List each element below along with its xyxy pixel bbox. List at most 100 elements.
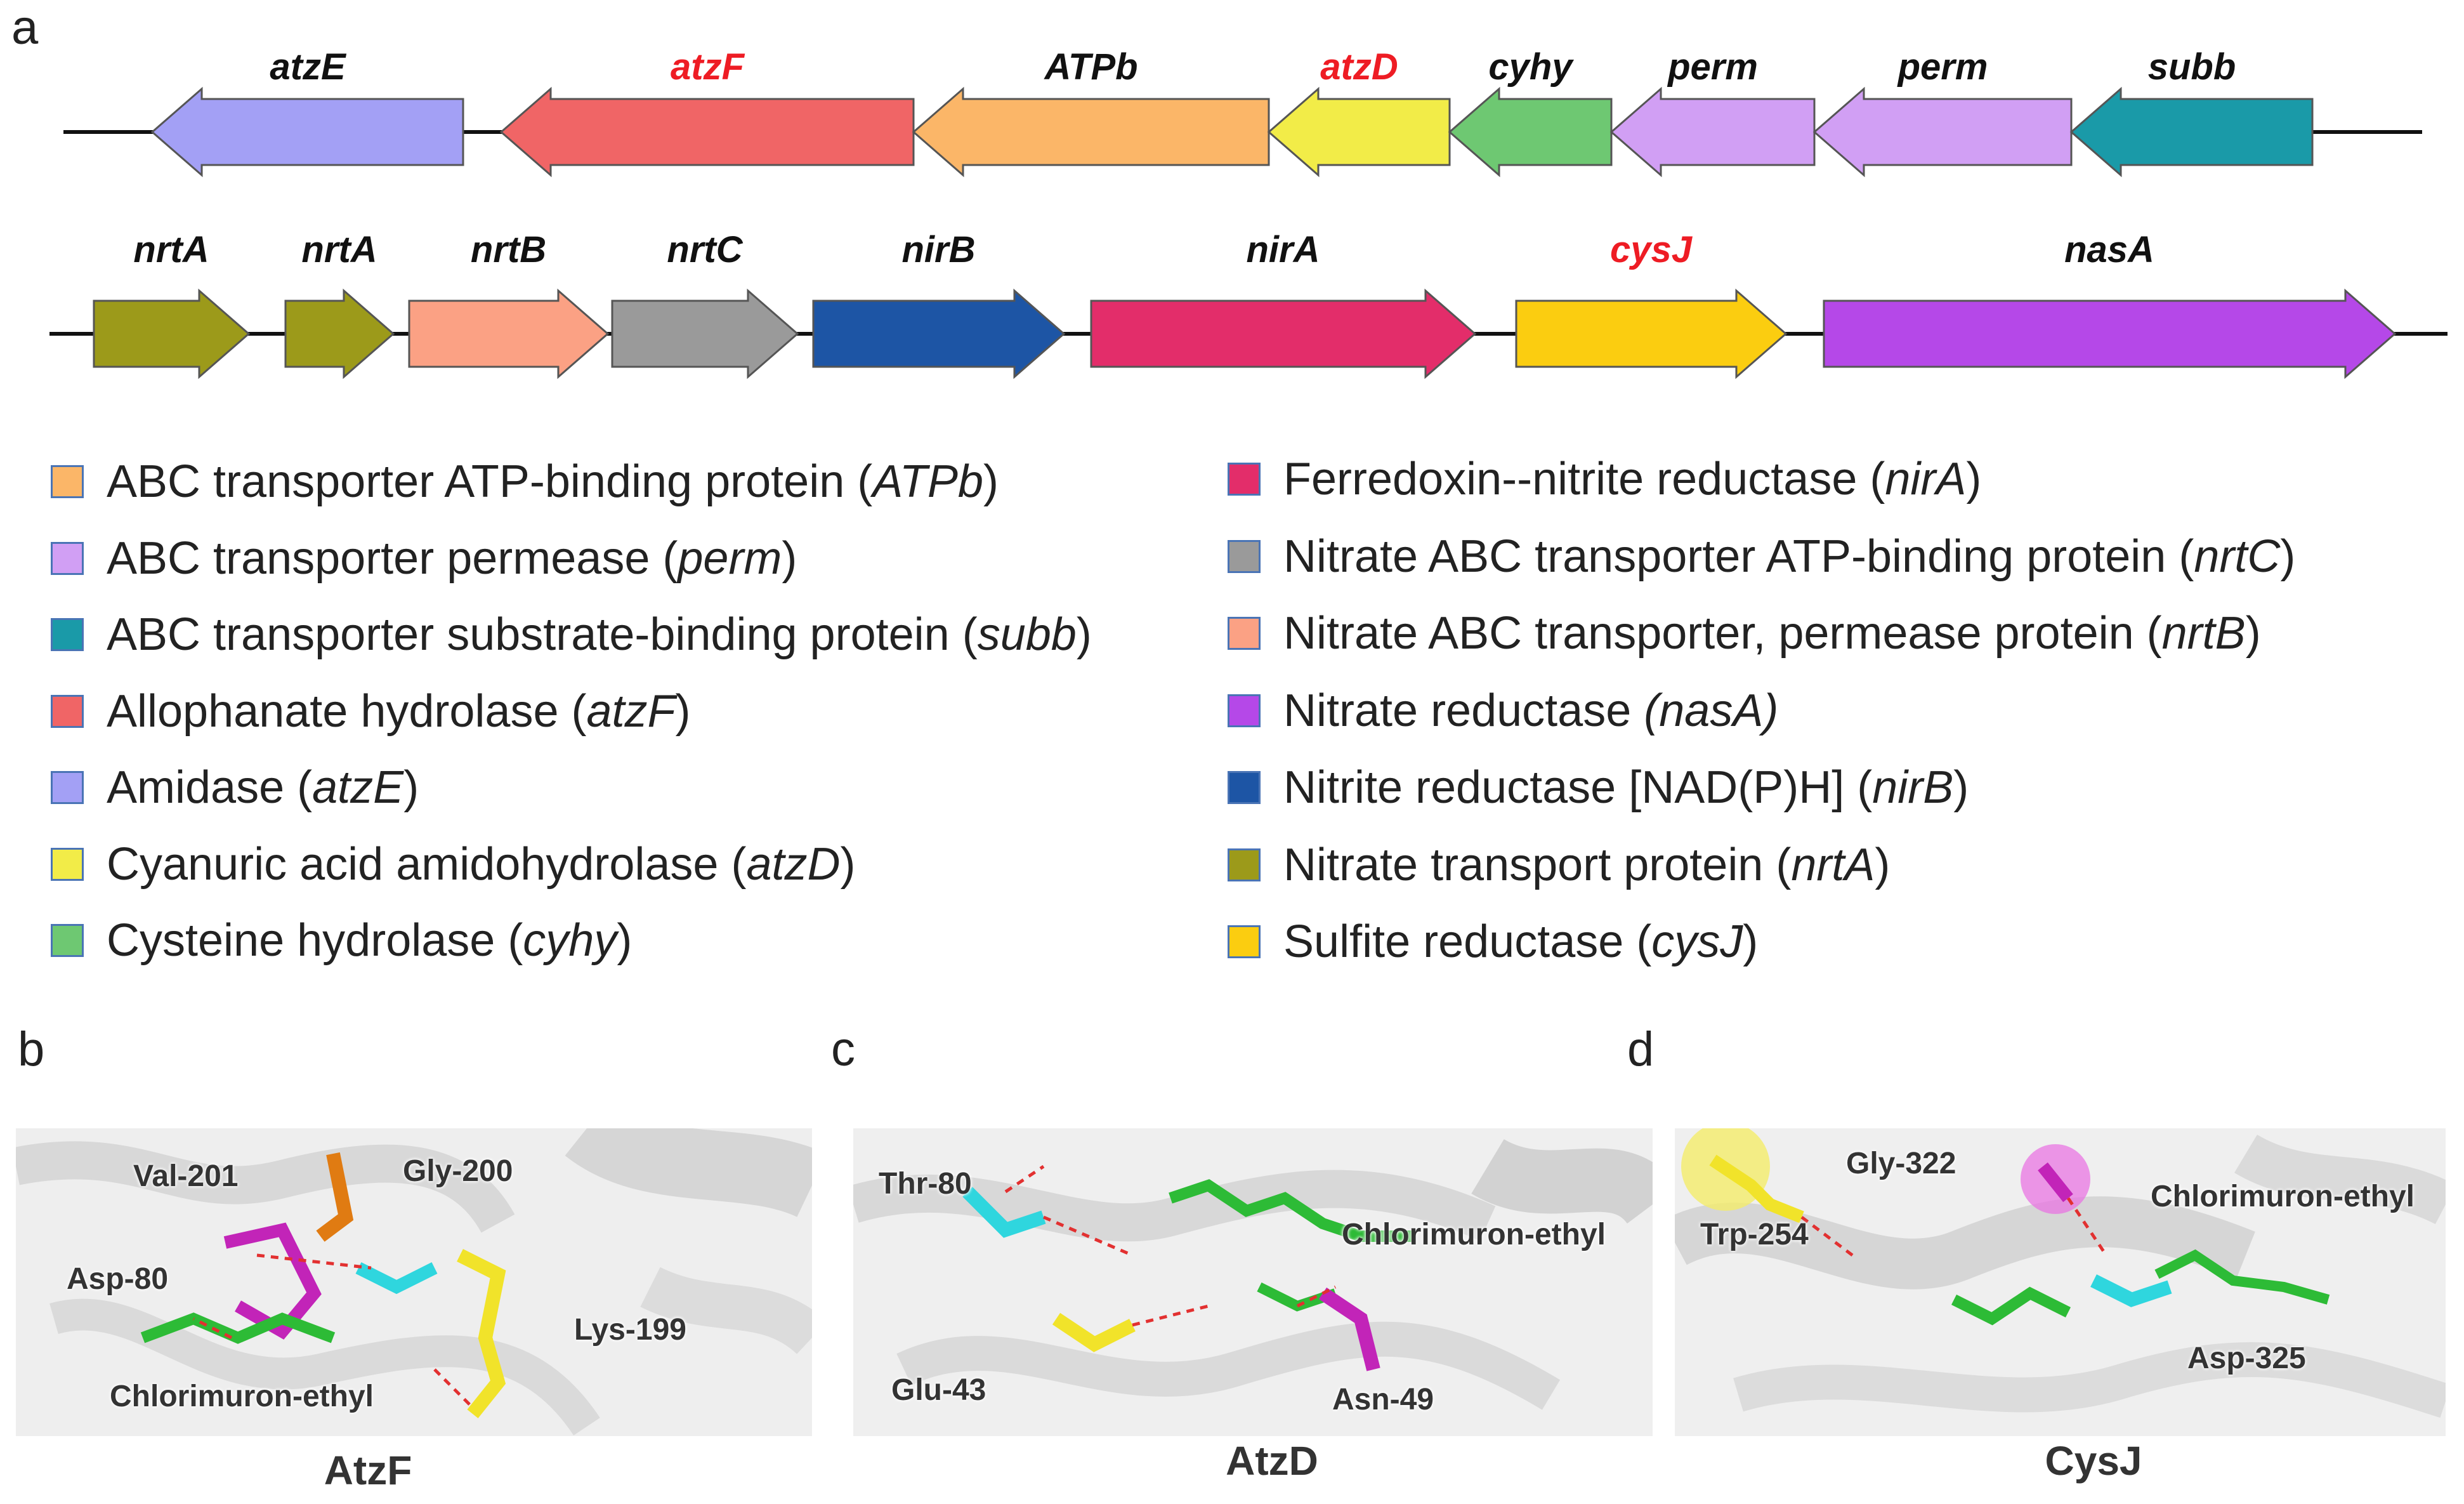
legend-right-item-4: Nitrite reductase [NAD(P)H] (nirB)	[1228, 762, 1969, 814]
legend-right-item-2: Nitrate ABC transporter, permease protei…	[1228, 607, 2261, 659]
legend-right-text-5: Nitrate transport protein (nrtA)	[1283, 839, 1891, 890]
operon-2-gene-arrow-7	[1823, 288, 2397, 379]
panel-b-label-lys199: Lys-199	[574, 1313, 686, 1347]
operon-1-gene-label-2: ATPb	[1044, 46, 1138, 88]
operon-1-gene-arrow-7	[2069, 86, 2314, 178]
legend-right-text-4: Nitrite reductase [NAD(P)H] (nirB)	[1283, 762, 1969, 813]
operon-1-gene-arrow-3	[1267, 86, 1451, 178]
operon-2-gene-arrow-2	[408, 288, 610, 379]
panel-b-structure-render	[16, 1128, 812, 1436]
operon-1-gene-label-7: subb	[2147, 46, 2236, 88]
legend-right-swatch-1	[1228, 539, 1261, 573]
operon-1-gene-label-0: atzE	[270, 46, 346, 88]
operon-2-gene-label-0: nrtA	[133, 229, 209, 270]
panel-b-label-val201: Val-201	[133, 1159, 239, 1193]
operon-1-gene-label-4: cyhy	[1488, 46, 1573, 88]
panel-c-structure-render	[853, 1128, 1653, 1436]
legend-left-text-3: Allophanate hydrolase (atzF)	[107, 685, 691, 737]
legend-left-text-0: ABC transporter ATP-binding protein (ATP…	[107, 456, 999, 507]
panel-letter-c: c	[831, 1022, 855, 1076]
legend-right-text-1: Nitrate ABC transporter ATP-binding prot…	[1283, 531, 2296, 582]
legend-left-swatch-1	[51, 541, 84, 575]
operon-2-gene-arrow-5	[1090, 288, 1477, 379]
panel-c-label-ligand: Chlorimuron-ethyl	[1342, 1218, 1606, 1251]
legend-left-item-6: Cysteine hydrolase (cyhy)	[51, 914, 632, 966]
panel-d-structure-image: Gly-322 Chlorimuron-ethyl Trp-254 Asp-32…	[1675, 1128, 2446, 1436]
operon-1-track	[63, 86, 2422, 178]
panel-d-label-trp254: Trp-254	[1700, 1218, 1809, 1251]
legend-left-swatch-0	[51, 465, 84, 498]
panel-b-label-asp80: Asp-80	[67, 1262, 169, 1296]
legend-right-text-2: Nitrate ABC transporter, permease protei…	[1283, 608, 2261, 659]
legend-right-swatch-4	[1228, 771, 1261, 804]
operon-1-gene-arrow-0	[150, 86, 464, 178]
operon-1-gene-label-6: perm	[1897, 46, 1988, 88]
operon-1-gene-label-3: atzD	[1320, 46, 1398, 88]
legend-right-swatch-0	[1228, 463, 1261, 496]
legend-left-swatch-2	[51, 618, 84, 651]
operon-2-gene-arrow-4	[812, 288, 1066, 379]
legend-left-text-2: ABC transporter substrate-binding protei…	[107, 609, 1092, 660]
operon-2-gene-label-6: cysJ	[1609, 229, 1693, 270]
panel-c-structure-image: Thr-80 Chlorimuron-ethyl Glu-43 Asn-49	[853, 1128, 1653, 1436]
legend-right-item-0: Ferredoxin--nitrite reductase (nirA)	[1228, 453, 1981, 505]
operon-1-gene-arrow-1	[499, 86, 915, 178]
operon-2-gene-label-2: nrtB	[470, 229, 547, 270]
panel-b-structure-image: Val-201 Gly-200 Asp-80 Lys-199 Chlorimur…	[16, 1128, 812, 1436]
panel-letter-b: b	[18, 1022, 45, 1076]
operon-2-gene-arrow-1	[284, 288, 395, 379]
panel-b-caption: AtzF	[324, 1448, 412, 1493]
legend-left-text-6: Cysteine hydrolase (cyhy)	[107, 915, 632, 966]
panel-c-label-asn49: Asn-49	[1332, 1383, 1434, 1416]
panel-c-caption: AtzD	[1226, 1438, 1318, 1484]
legend-right-item-5: Nitrate transport protein (nrtA)	[1228, 839, 1890, 891]
legend-right-swatch-6	[1228, 925, 1261, 958]
operon-2-gene-label-3: nrtC	[667, 229, 743, 270]
legend-left-text-1: ABC transporter permease (perm)	[107, 532, 797, 584]
legend-right-swatch-3	[1228, 694, 1261, 727]
legend-left-item-3: Allophanate hydrolase (atzF)	[51, 685, 691, 737]
legend-right-swatch-5	[1228, 848, 1261, 881]
panel-letter-a: a	[11, 1, 39, 55]
panel-d-label-asp325: Asp-325	[2187, 1342, 2306, 1375]
operon-2-gene-label-7: nasA	[2064, 229, 2154, 270]
panel-d-structure-render	[1675, 1128, 2446, 1436]
operon-1-gene-arrow-6	[1812, 86, 2073, 178]
operon-2-gene-arrow-0	[93, 288, 251, 379]
panel-b-label-ligand: Chlorimuron-ethyl	[110, 1380, 374, 1413]
legend-left-swatch-5	[51, 847, 84, 881]
operon-2-gene-arrow-3	[611, 288, 799, 379]
legend-right-item-1: Nitrate ABC transporter ATP-binding prot…	[1228, 531, 2295, 583]
legend-left-item-1: ABC transporter permease (perm)	[51, 532, 797, 584]
operon-2-gene-label-4: nirB	[901, 229, 976, 270]
legend-right-swatch-2	[1228, 617, 1261, 650]
operon-2-gene-label-1: nrtA	[301, 229, 377, 270]
operon-2-gene-arrow-6	[1515, 288, 1788, 379]
operon-1-gene-arrow-2	[912, 86, 1270, 178]
legend-left-item-5: Cyanuric acid amidohydrolase (atzD)	[51, 838, 856, 890]
panel-letter-d: d	[1627, 1022, 1655, 1076]
panel-d-caption: CysJ	[2045, 1438, 2142, 1484]
operon-1-gene-arrow-4	[1448, 86, 1613, 178]
operon-2-track	[49, 288, 2448, 379]
legend-left-item-2: ABC transporter substrate-binding protei…	[51, 609, 1092, 661]
legend-left-swatch-4	[51, 771, 84, 804]
legend-right-text-0: Ferredoxin--nitrite reductase (nirA)	[1283, 454, 1982, 505]
panel-d-label-gly322: Gly-322	[1846, 1147, 1956, 1180]
operon-1-gene-label-5: perm	[1668, 46, 1758, 88]
operon-1-gene-arrow-5	[1609, 86, 1816, 178]
legend-left-swatch-3	[51, 694, 84, 728]
panel-b-label-gly200: Gly-200	[403, 1154, 513, 1188]
legend-right-item-3: Nitrate reductase (nasA)	[1228, 685, 1778, 737]
gene-cluster-map	[49, 86, 2448, 379]
operon-1-gene-label-1: atzF	[671, 46, 744, 88]
legend-right-text-3: Nitrate reductase (nasA)	[1283, 685, 1779, 736]
panel-c-label-glu43: Glu-43	[891, 1373, 986, 1407]
legend-left-item-0: ABC transporter ATP-binding protein (ATP…	[51, 456, 999, 508]
legend-right-item-6: Sulfite reductase (cysJ)	[1228, 916, 1758, 968]
legend-left-item-4: Amidase (atzE)	[51, 762, 419, 814]
panel-c-label-thr80: Thr-80	[879, 1167, 972, 1201]
legend-left-swatch-6	[51, 924, 84, 957]
legend-left-text-5: Cyanuric acid amidohydrolase (atzD)	[107, 838, 856, 890]
legend-left-text-4: Amidase (atzE)	[107, 762, 419, 813]
